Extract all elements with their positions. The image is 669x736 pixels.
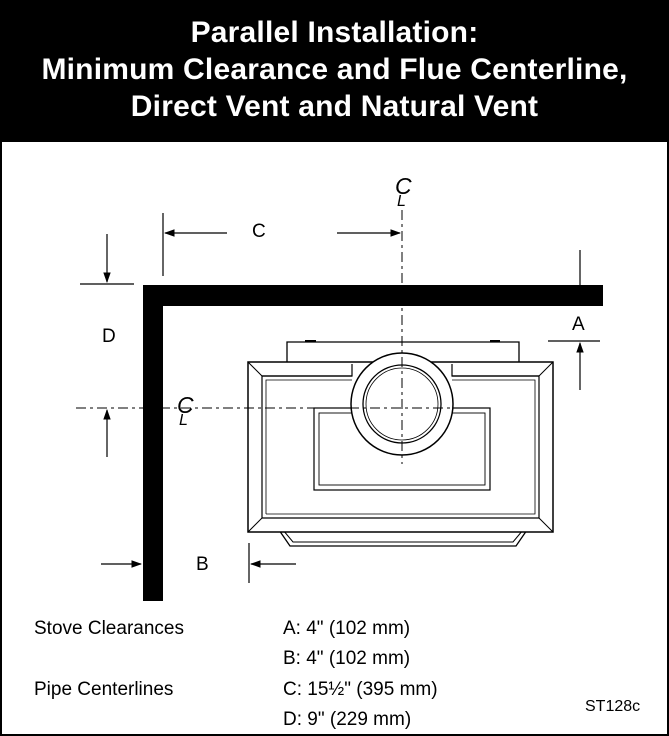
drawing-code: ST128c bbox=[585, 698, 641, 715]
stove-body-inner-outline-2 bbox=[265, 379, 536, 515]
legend-stove-clearances: Stove Clearances bbox=[34, 618, 184, 639]
stove-top-plate-left bbox=[262, 364, 353, 377]
stove-bottom-skirt-inner bbox=[282, 529, 524, 543]
centerline-symbol-side-l: L bbox=[179, 412, 188, 429]
wall-side bbox=[143, 285, 163, 601]
legend-b-value: B: 4" (102 mm) bbox=[283, 648, 411, 669]
stove-body-bevel-left bbox=[247, 361, 554, 533]
stove-top-ledge bbox=[286, 341, 520, 366]
dim-c-label: C bbox=[252, 221, 266, 242]
stove-bottom-skirt bbox=[278, 529, 528, 547]
legend-c-value: C: 15½" (395 mm) bbox=[283, 679, 438, 700]
title-line-3: Direct Vent and Natural Vent bbox=[130, 90, 539, 123]
dim-b-label: B bbox=[196, 554, 209, 575]
wall-back bbox=[143, 285, 603, 306]
centerline-symbol-top-c: C bbox=[395, 173, 412, 199]
centerline-symbol-side-c: C bbox=[177, 392, 194, 418]
stove-top-plate-right bbox=[451, 364, 539, 377]
legend-d-value: D: 9" (229 mm) bbox=[283, 709, 412, 730]
title-line-1: Parallel Installation: bbox=[190, 16, 479, 49]
legend-a-value: A: 4" (102 mm) bbox=[283, 618, 411, 639]
dim-d-label: D bbox=[102, 326, 116, 347]
flue-collar-ring bbox=[365, 367, 439, 441]
title-line-2: Minimum Clearance and Flue Centerline, bbox=[41, 53, 628, 86]
clearance-diagram: C L C L C D A B bbox=[76, 173, 603, 601]
legend-pipe-centerlines: Pipe Centerlines bbox=[34, 679, 174, 700]
centerline-symbol-top-l: L bbox=[397, 193, 406, 210]
dim-a-label: A bbox=[572, 314, 585, 335]
title-banner: Parallel Installation: Minimum Clearance… bbox=[0, 0, 669, 142]
